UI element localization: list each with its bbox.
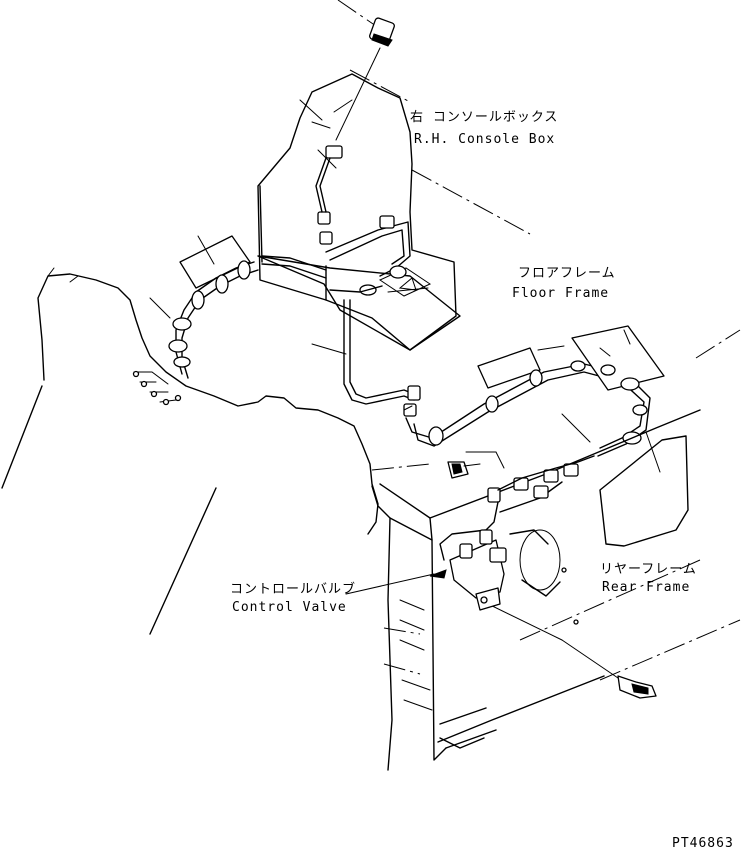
floor-frame-plate: [257, 255, 461, 351]
console-box-label-jp: 右 コンソールボックス: [410, 110, 559, 125]
console-leader: [335, 47, 381, 141]
console-harness: [325, 215, 429, 296]
engine-edge-1: [1, 385, 43, 489]
middle-harness: [403, 325, 665, 473]
drawing-code: PT46863: [672, 836, 734, 851]
console-box-top-lines: [299, 99, 353, 169]
control-valve-part: [429, 529, 507, 611]
engine-outline-inner: [47, 267, 79, 283]
console-connector-parts: [315, 145, 343, 245]
rear-frame-label-en: Rear Frame: [602, 580, 691, 595]
floor-frame-center-line: [411, 169, 531, 235]
console-box-dash: [349, 69, 411, 103]
cable-pipe: [311, 299, 415, 405]
control-valve-leader: [345, 573, 435, 595]
rear-frame: [371, 329, 741, 771]
bolt-lower: [479, 599, 657, 699]
control-valve-label-en: Control Valve: [232, 600, 347, 615]
engine-silhouette: [37, 273, 379, 535]
left-harness: [132, 235, 327, 406]
console-box-outline: [257, 73, 457, 351]
top-center-line: [337, 0, 377, 27]
bolt-upper: [447, 461, 481, 479]
rear-connectors: [439, 455, 595, 561]
floor-frame-label-en: Floor Frame: [512, 286, 610, 301]
rear-frame-label-jp: リヤーフレーム: [600, 562, 697, 577]
console-switch-part: [369, 17, 395, 47]
engine-edge-2: [149, 487, 217, 635]
control-valve-label-jp: コントロールバルブ: [230, 582, 357, 597]
floor-frame-label-jp: フロアフレーム: [518, 266, 616, 281]
console-box-edge: [259, 185, 327, 301]
console-box-label-en: R.H. Console Box: [414, 132, 556, 147]
